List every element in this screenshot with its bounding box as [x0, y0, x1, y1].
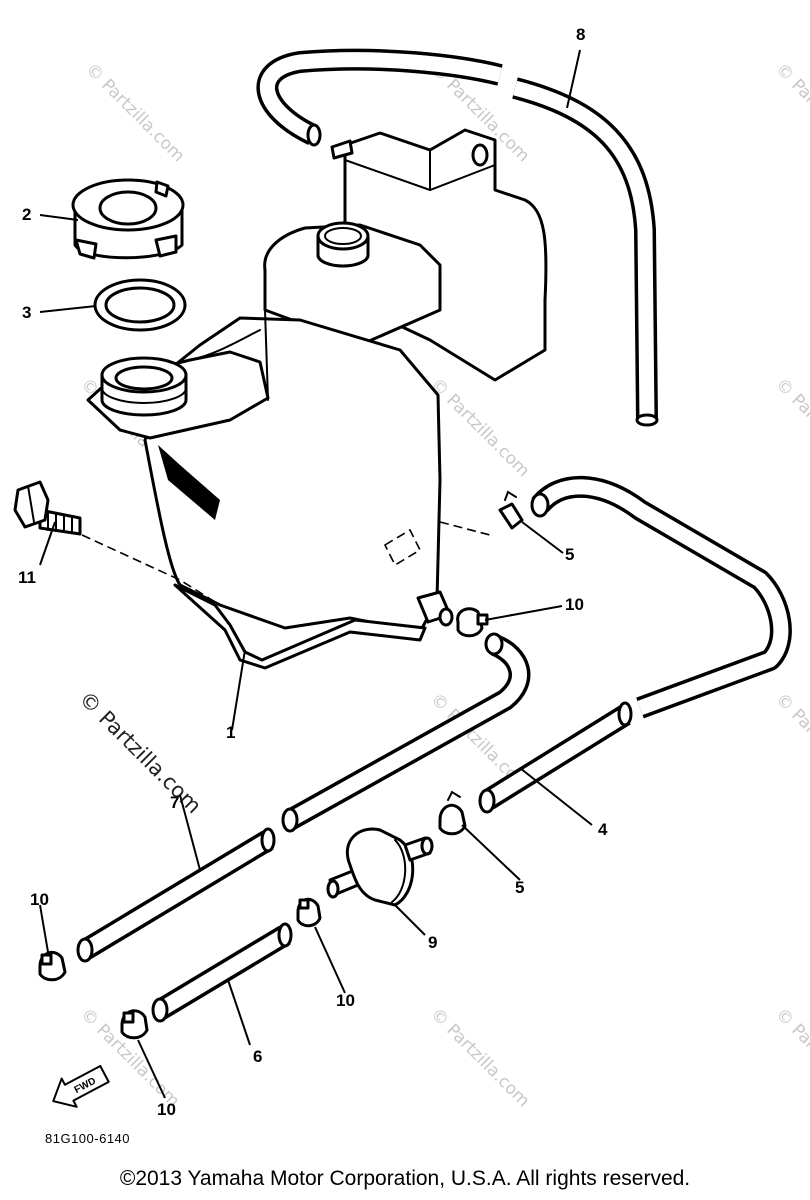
callout-5: 5: [515, 878, 524, 897]
forward-direction-arrow: FWD: [52, 1064, 110, 1108]
watermark: © Partzilla.com: [426, 1004, 533, 1111]
copyright-notice: ©2013 Yamaha Motor Corporation, U.S.A. A…: [120, 1167, 690, 1190]
callout-4: 4: [598, 820, 608, 839]
reservoir-tank[interactable]: [86, 128, 548, 670]
clamp-5-lower[interactable]: [438, 790, 467, 836]
callout-8: 8: [576, 25, 585, 44]
leader-lines: [39, 49, 593, 1099]
callout-3: 3: [22, 303, 31, 322]
watermark: © Partzilla.com: [81, 59, 188, 166]
clamp-10-bottom[interactable]: [120, 1009, 149, 1040]
callout-10: 10: [336, 991, 355, 1010]
inline-filter[interactable]: [326, 827, 434, 907]
callout-10: 10: [565, 595, 584, 614]
watermark-prominent: © Partzilla.com: [74, 687, 206, 819]
reservoir-cap[interactable]: [71, 178, 185, 260]
clamp-10-filter[interactable]: [296, 897, 322, 928]
callout-9: 9: [428, 933, 437, 952]
watermark: © Partzilla.com: [771, 1004, 810, 1111]
cap-gasket[interactable]: [93, 278, 187, 332]
callout-2: 2: [22, 205, 31, 224]
callout-11: 11: [18, 568, 36, 587]
hose-7[interactable]: [76, 632, 531, 963]
watermark: © Partzilla.com: [771, 374, 810, 481]
clamp-10-left[interactable]: [38, 950, 67, 982]
mounting-bolt[interactable]: [13, 480, 82, 536]
callout-labels: 1 2 3 4 5 5 6 7 8 9 10 10 10 10 10 11: [18, 25, 608, 1119]
watermark: © Partzilla.com: [771, 59, 810, 166]
watermark: © Partzilla.com: [426, 374, 533, 481]
diagram-code: 81G100-6140: [45, 1131, 130, 1146]
clamp-5-upper[interactable]: [498, 490, 524, 530]
hose-6[interactable]: [151, 922, 293, 1023]
watermark: © Partzilla.com: [771, 689, 810, 796]
callout-10: 10: [157, 1100, 176, 1119]
callout-7: 7: [170, 793, 179, 812]
callout-1: 1: [226, 723, 235, 742]
hose-4[interactable]: [478, 475, 792, 814]
clamp-10-tank[interactable]: [456, 607, 489, 638]
callout-10: 10: [30, 890, 49, 909]
callout-6: 6: [253, 1047, 262, 1066]
hose-8[interactable]: [256, 48, 659, 427]
callout-5: 5: [565, 545, 574, 564]
